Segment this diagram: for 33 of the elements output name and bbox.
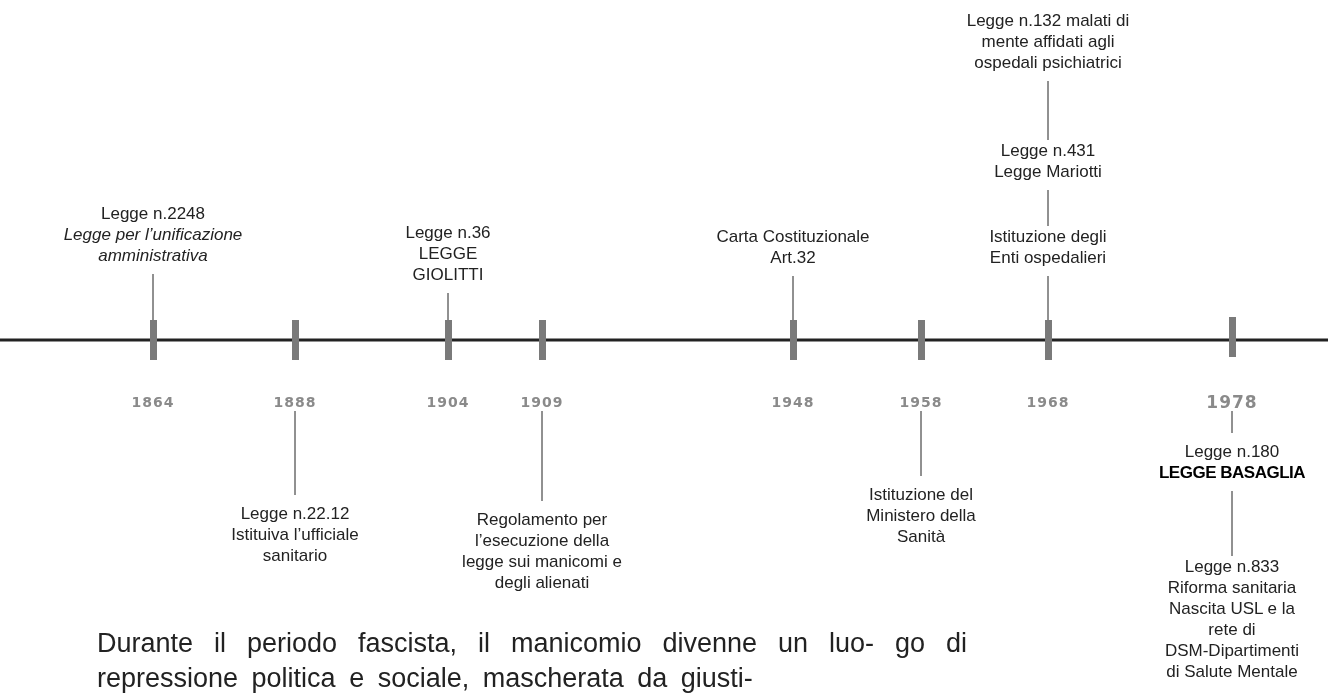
event-subtitle: LEGGE BASAGLIA [1158, 462, 1306, 483]
event-text: Istituzione degli Enti ospedalieri [988, 226, 1108, 268]
event-text: Regolamento per l’esecuzione della legge sui manicomi e degli alienati [461, 509, 623, 593]
event-text: Legge n.36 LEGGE GIOLITTI [404, 222, 492, 285]
year-label: 1909 [520, 393, 564, 411]
event-text: Istituzione del Ministero della Sanità [865, 484, 977, 547]
event-text: Legge n.132 malati di mente affidati agli ospedali psichiatrici [965, 10, 1131, 73]
leader-line [1047, 189, 1049, 227]
year-label: 1958 [899, 393, 943, 411]
leader-line [541, 410, 543, 502]
year-label: 1948 [771, 393, 815, 411]
leader-line [1231, 490, 1233, 557]
year-label: 1864 [131, 393, 175, 411]
leader-line [792, 275, 794, 321]
year-label: 1968 [1026, 393, 1070, 411]
event-text: Carta Costituzionale Art.32 [715, 226, 871, 268]
leader-line [1231, 410, 1233, 434]
event-text: Legge n.22.12 Istituiva l’ufficiale sanitario [230, 503, 360, 566]
leader-line [1047, 275, 1049, 321]
leader-line [920, 410, 922, 477]
leader-line [447, 292, 449, 321]
event-text: Legge n.180 [1183, 441, 1281, 462]
event-text: Legge n.833 Riforma sanitaria Nascita USL e la rete di DSM-Dipartimenti di Salute Mentale [1163, 556, 1301, 682]
year-label: 1904 [426, 393, 470, 411]
leader-line [1047, 80, 1049, 141]
year-label: 1888 [273, 393, 317, 411]
year-label: 1978 [1206, 393, 1258, 411]
body-paragraph: Durante il periodo fascista, il manicomio divenne un luo- go di repressione politica e sociale, mascherata da giusti- [97, 627, 967, 695]
leader-line [152, 273, 154, 321]
event-text: Legge n.431 Legge Mariotti [993, 140, 1103, 182]
event-subtitle: Legge per l’unificazione amministrativa [62, 224, 244, 266]
event-text: Legge n.2248 [100, 203, 206, 224]
leader-line [294, 410, 296, 496]
